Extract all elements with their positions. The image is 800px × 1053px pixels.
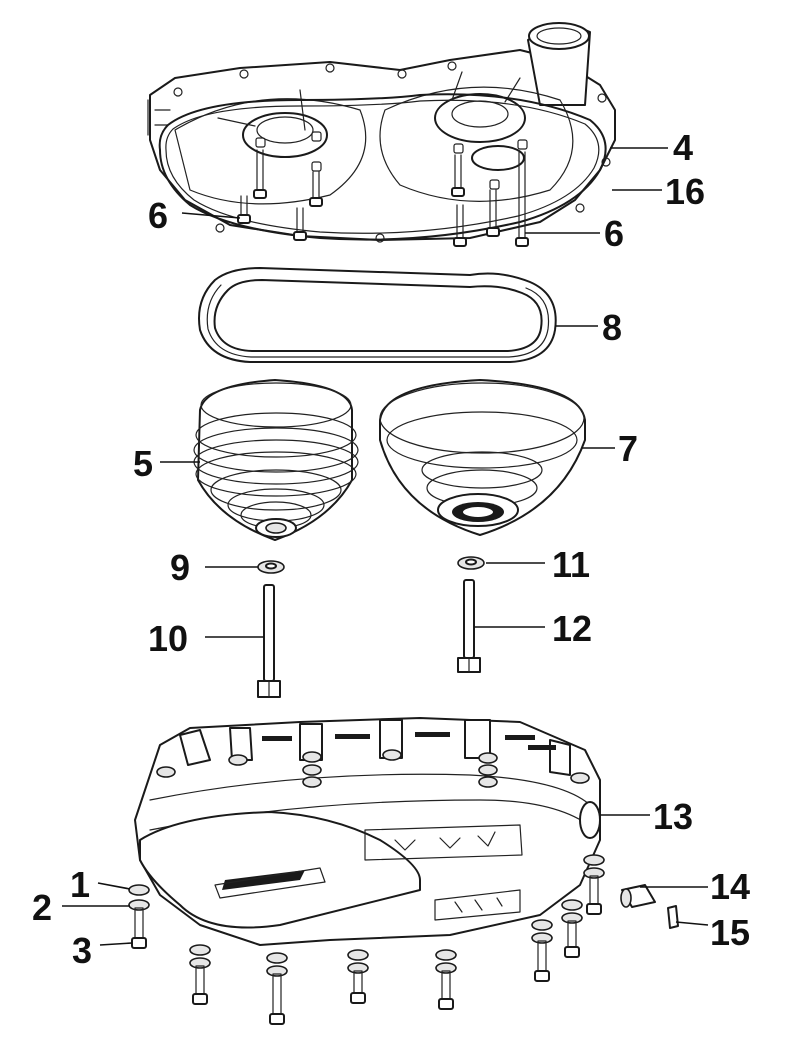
callout-16: 16 bbox=[665, 171, 705, 212]
dowel-sleeve bbox=[620, 884, 656, 908]
callout-4: 4 bbox=[673, 127, 693, 168]
callout-9: 9 bbox=[170, 547, 190, 588]
callout-12: 12 bbox=[552, 608, 592, 649]
callout-5: 5 bbox=[133, 443, 153, 484]
callout-3: 3 bbox=[72, 930, 92, 971]
cover-screws bbox=[237, 149, 529, 247]
callout-2: 2 bbox=[32, 887, 52, 928]
leader-lines bbox=[62, 147, 709, 946]
outer-clutch-cover bbox=[147, 22, 616, 243]
drive-pulley bbox=[193, 379, 359, 541]
callout-15: 15 bbox=[710, 912, 750, 953]
bolt-12 bbox=[457, 579, 481, 673]
drive-belt bbox=[198, 267, 557, 363]
callout-7: 7 bbox=[618, 428, 638, 469]
case-bolts bbox=[128, 764, 605, 1025]
callout-14: 14 bbox=[710, 866, 750, 907]
callout-11: 11 bbox=[552, 544, 590, 585]
callout-8: 8 bbox=[602, 307, 622, 348]
callout-6a: 6 bbox=[148, 195, 168, 236]
washer-9 bbox=[257, 560, 285, 574]
driven-pulley bbox=[379, 379, 586, 536]
inner-case bbox=[134, 717, 601, 946]
callout-10: 10 bbox=[148, 618, 188, 659]
washer-11 bbox=[457, 556, 485, 570]
callout-labels: 4 16 6 6 8 5 7 9 11 10 12 13 1 2 14 3 15 bbox=[32, 127, 750, 971]
cover-gasket bbox=[158, 93, 607, 241]
callout-6b: 6 bbox=[604, 213, 624, 254]
locating-pin bbox=[667, 905, 679, 929]
callout-1: 1 bbox=[70, 864, 90, 905]
bolt-10 bbox=[257, 584, 281, 698]
callout-13: 13 bbox=[653, 796, 693, 837]
